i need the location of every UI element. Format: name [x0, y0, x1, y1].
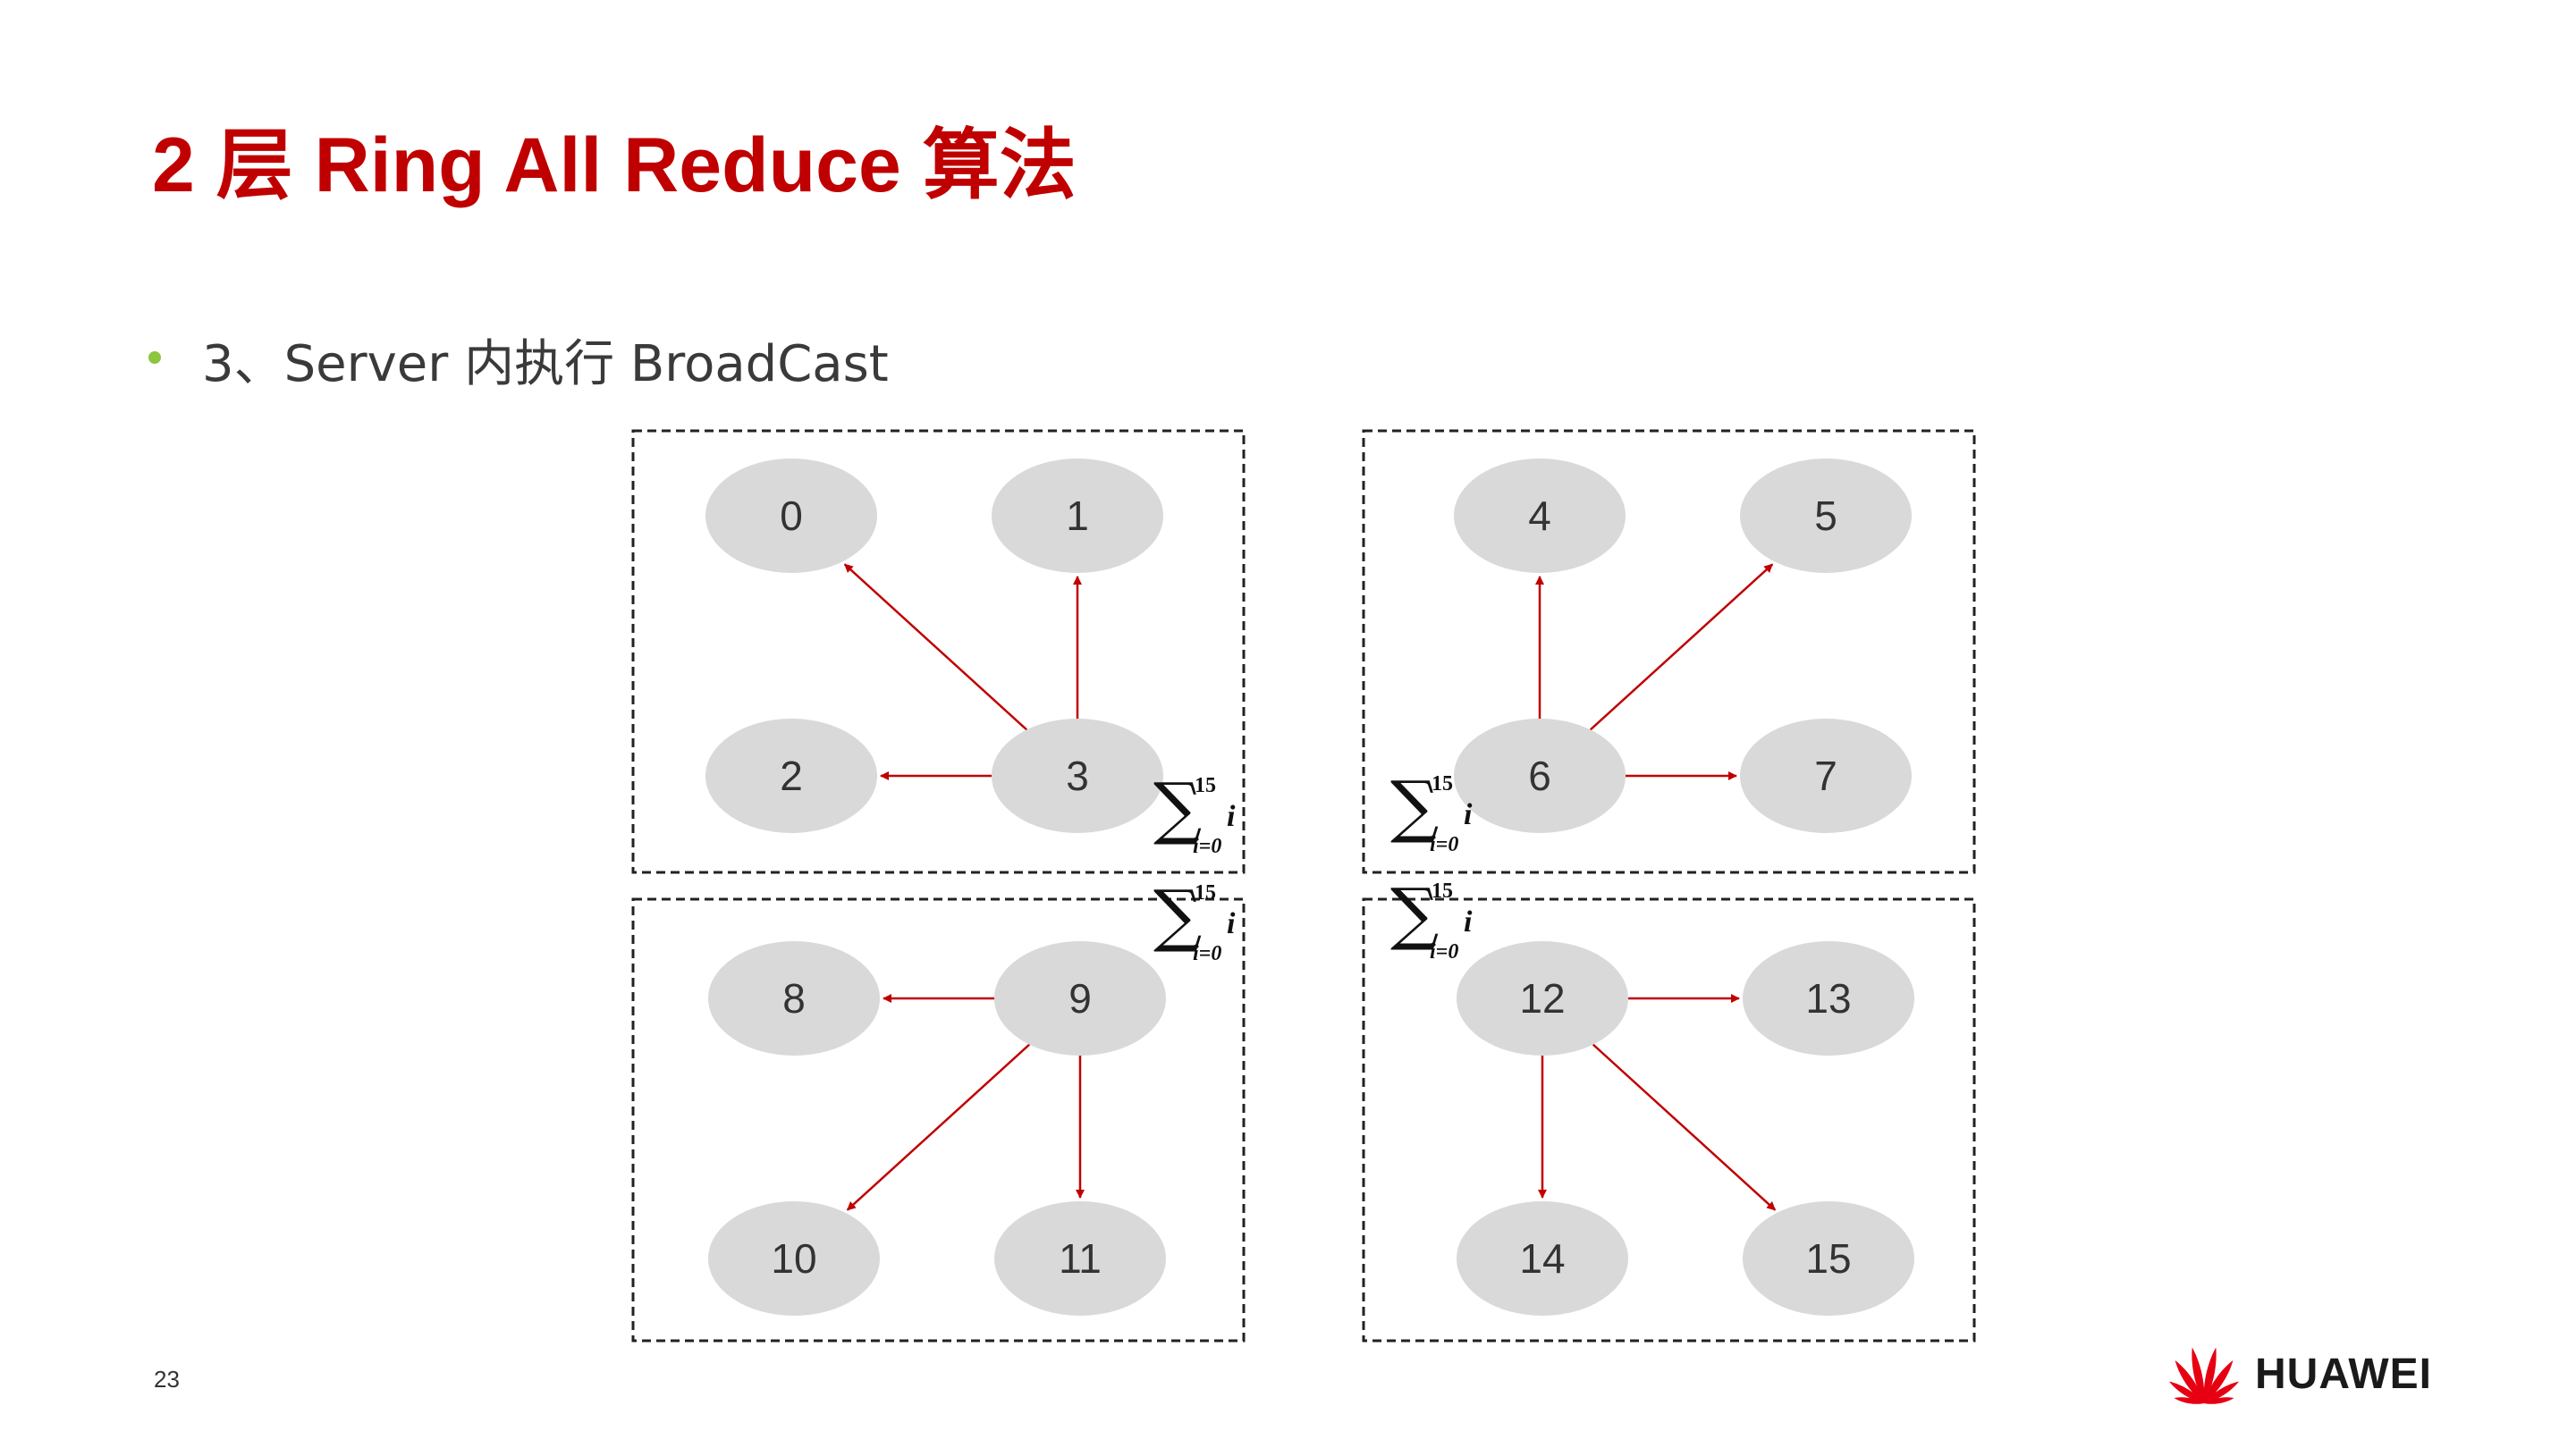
sigma-symbol: ∑ — [1390, 766, 1439, 846]
sum-term: i — [1227, 800, 1236, 833]
sum-term: i — [1464, 905, 1473, 939]
node-label: 9 — [1068, 975, 1092, 1022]
node-label: 6 — [1528, 753, 1551, 799]
huawei-brand: HUAWEI — [2166, 1341, 2432, 1407]
node-label: 10 — [771, 1235, 816, 1282]
server-box — [631, 897, 1246, 1343]
node-label: 7 — [1814, 753, 1837, 799]
node-ellipse — [994, 941, 1166, 1056]
node-ellipse — [992, 459, 1163, 573]
sum-notation: ∑15 i=0 i — [1153, 875, 1236, 965]
bullet-item: 3、Server 内执行 BroadCast — [148, 324, 889, 396]
sum-lower: i=0 — [1193, 835, 1221, 858]
node-ellipse — [1740, 459, 1912, 573]
sum-lower: i=0 — [1193, 942, 1221, 965]
brand-name: HUAWEI — [2255, 1350, 2432, 1398]
sum-upper: 15 — [1195, 774, 1216, 797]
node-ellipse — [708, 941, 880, 1056]
node-ellipse — [1743, 1201, 1914, 1316]
node-ellipse — [1454, 719, 1626, 833]
sum-lower: i=0 — [1430, 940, 1458, 964]
node-label: 13 — [1805, 975, 1851, 1022]
huawei-logo-icon — [2168, 1347, 2240, 1404]
node-ellipse — [705, 719, 877, 833]
node-label: 12 — [1519, 975, 1565, 1022]
node-ellipse — [1740, 719, 1912, 833]
node-ellipse — [1743, 941, 1914, 1056]
node-label: 1 — [1066, 492, 1089, 539]
sum-upper: 15 — [1432, 772, 1453, 796]
sum-upper: 15 — [1195, 881, 1216, 905]
node-ellipse — [708, 1201, 880, 1316]
node-label: 4 — [1528, 492, 1551, 539]
sigma-symbol: ∑ — [1153, 768, 1202, 847]
server-box — [1362, 429, 1976, 874]
sigma-symbol: ∑ — [1390, 873, 1439, 953]
node-label: 15 — [1805, 1235, 1851, 1282]
node-ellipse — [1457, 941, 1628, 1056]
node-ellipse — [992, 719, 1163, 833]
sum-term: i — [1464, 798, 1473, 831]
node-label: 0 — [780, 492, 803, 539]
broadcast-arrow — [1592, 1043, 1777, 1211]
node-label: 2 — [780, 753, 803, 799]
node-ellipse — [705, 459, 877, 573]
broadcast-arrow — [843, 563, 1028, 731]
sum-upper: 15 — [1432, 880, 1453, 903]
node-label: 8 — [782, 975, 806, 1022]
server-box — [1362, 897, 1976, 1343]
slide-title: 2 层 Ring All Reduce 算法 — [152, 122, 1077, 208]
broadcast-arrow — [1589, 563, 1774, 731]
sum-notation: ∑15 i=0 i — [1390, 766, 1473, 856]
node-label: 5 — [1814, 492, 1837, 539]
sum-term: i — [1227, 907, 1236, 940]
sigma-symbol: ∑ — [1153, 875, 1202, 955]
bullet-text: 3、Server 内执行 BroadCast — [202, 335, 889, 393]
bullet-dot — [148, 350, 161, 364]
node-ellipse — [1454, 459, 1626, 573]
sum-notation: ∑15 i=0i — [1390, 873, 1473, 964]
sum-lower: i=0 — [1430, 833, 1458, 856]
node-label: 11 — [1059, 1235, 1102, 1282]
node-ellipse — [994, 1201, 1166, 1316]
sum-notation: ∑15 i=0 i — [1153, 768, 1236, 858]
node-label: 14 — [1519, 1235, 1565, 1282]
broadcast-arrow — [846, 1043, 1031, 1211]
server-box — [631, 429, 1246, 874]
page-number: 23 — [154, 1366, 180, 1393]
node-label: 3 — [1066, 753, 1089, 799]
node-ellipse — [1457, 1201, 1628, 1316]
